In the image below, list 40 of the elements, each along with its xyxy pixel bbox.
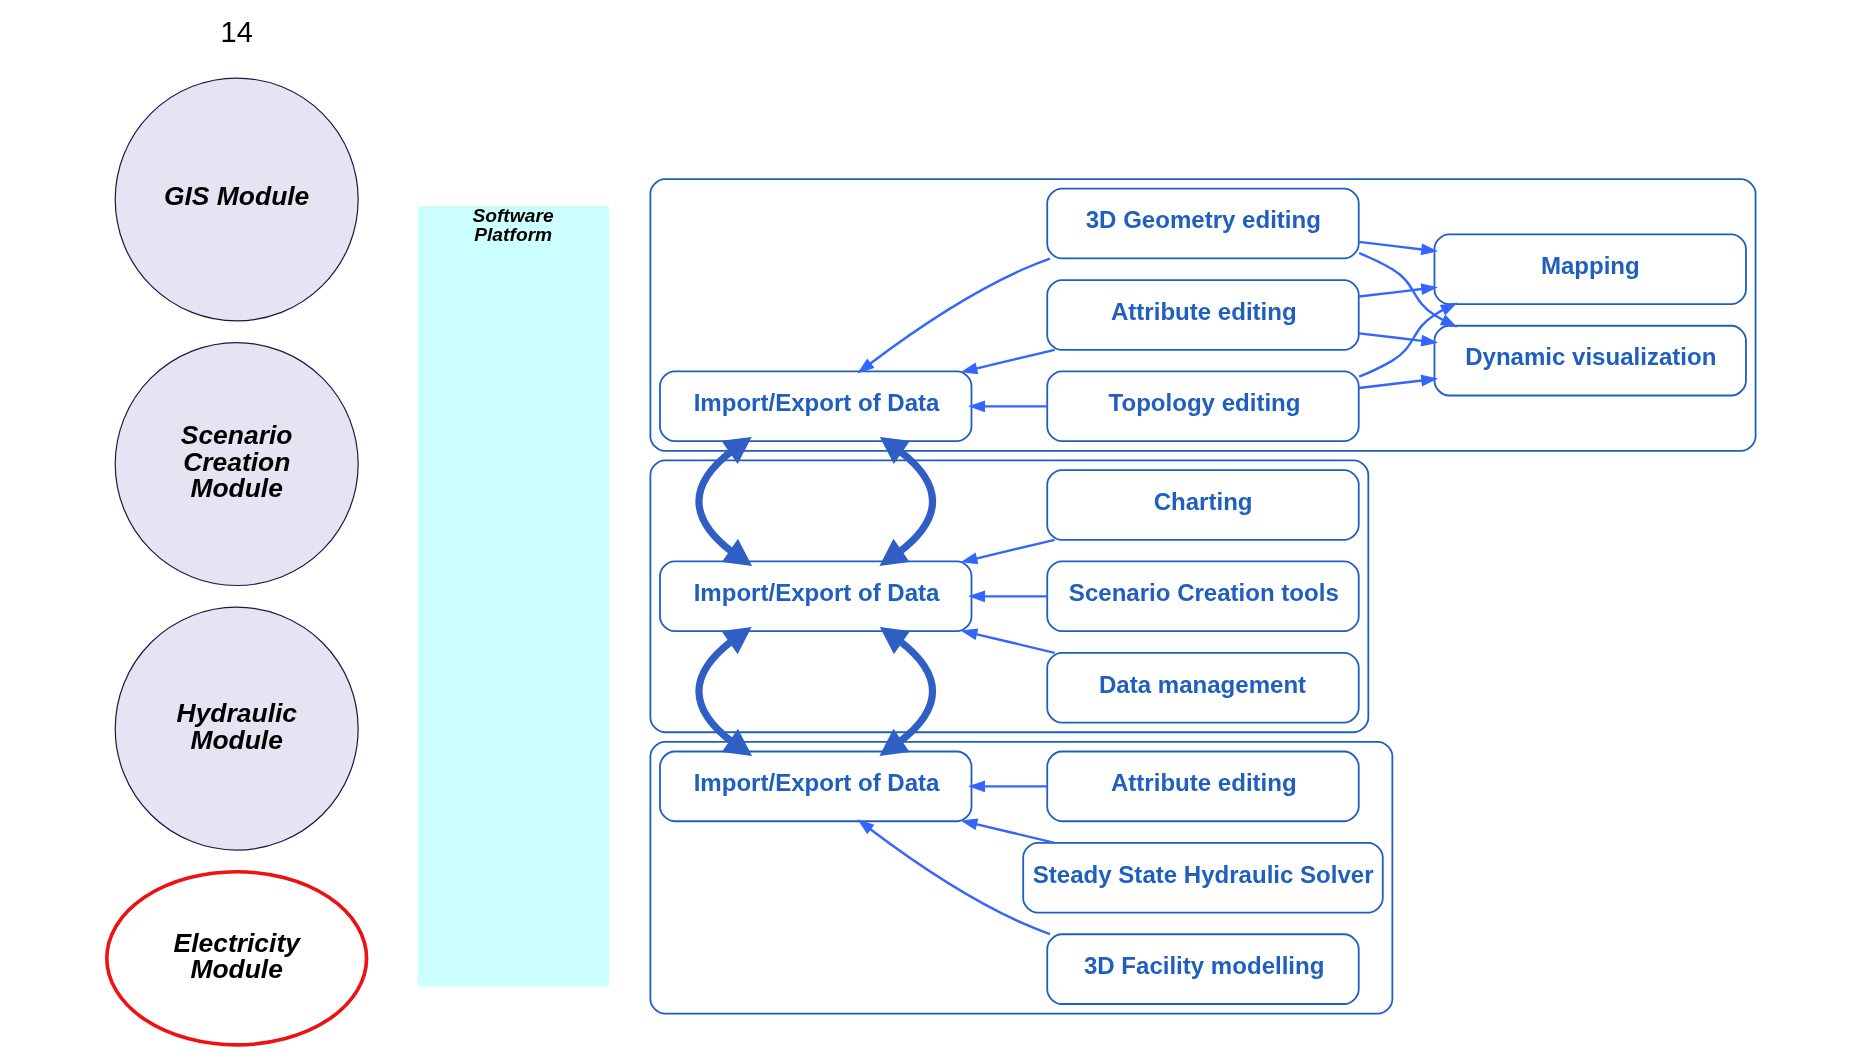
arrow <box>960 538 1055 565</box>
arrow <box>967 780 1047 793</box>
arrow <box>856 257 1050 374</box>
arrow <box>1358 252 1457 328</box>
arrow <box>960 628 1055 654</box>
node-box: Dynamic visualization <box>1433 324 1747 397</box>
node-circle: GIS Module <box>114 77 359 322</box>
node-box: Import/Export of Data <box>658 370 972 443</box>
node-box: 3D Facility modelling <box>1045 933 1360 1005</box>
cluster <box>649 459 1369 734</box>
arrow <box>967 400 1047 413</box>
node-box: Software Platform <box>417 206 609 987</box>
label: 14 <box>220 16 253 49</box>
node-box: 3D Geometry editing <box>1045 187 1360 260</box>
node-box: Attribute editing <box>1045 750 1360 823</box>
arrow <box>1358 374 1438 390</box>
arrow <box>1358 283 1438 298</box>
arrow <box>960 818 1055 844</box>
arrow <box>1358 302 1457 378</box>
node-box: Charting <box>1045 469 1360 541</box>
node-ellipse: Electricity Module <box>104 869 368 1047</box>
node-box: Mapping <box>1433 233 1747 305</box>
arrow <box>967 590 1047 603</box>
node-box: Scenario Creation tools <box>1045 560 1360 633</box>
node-box: Import/Export of Data <box>658 750 972 823</box>
node-box: Steady State Hydraulic Solver <box>1021 842 1384 914</box>
node-circle: Scenario Creation Module <box>114 342 359 587</box>
node-box: Data management <box>1045 651 1360 724</box>
arrow <box>960 348 1055 375</box>
node-circle: Hydraulic Module <box>114 606 359 851</box>
arrow <box>856 819 1050 936</box>
arrow <box>1358 240 1438 256</box>
node-box: Attribute editing <box>1045 279 1360 351</box>
node-box: Topology editing <box>1045 370 1360 443</box>
arrow <box>695 437 936 566</box>
arrow <box>1358 332 1438 347</box>
arrow <box>695 627 936 756</box>
cluster <box>649 740 1393 1015</box>
node-box: Import/Export of Data <box>658 560 972 633</box>
cluster <box>649 178 1756 452</box>
